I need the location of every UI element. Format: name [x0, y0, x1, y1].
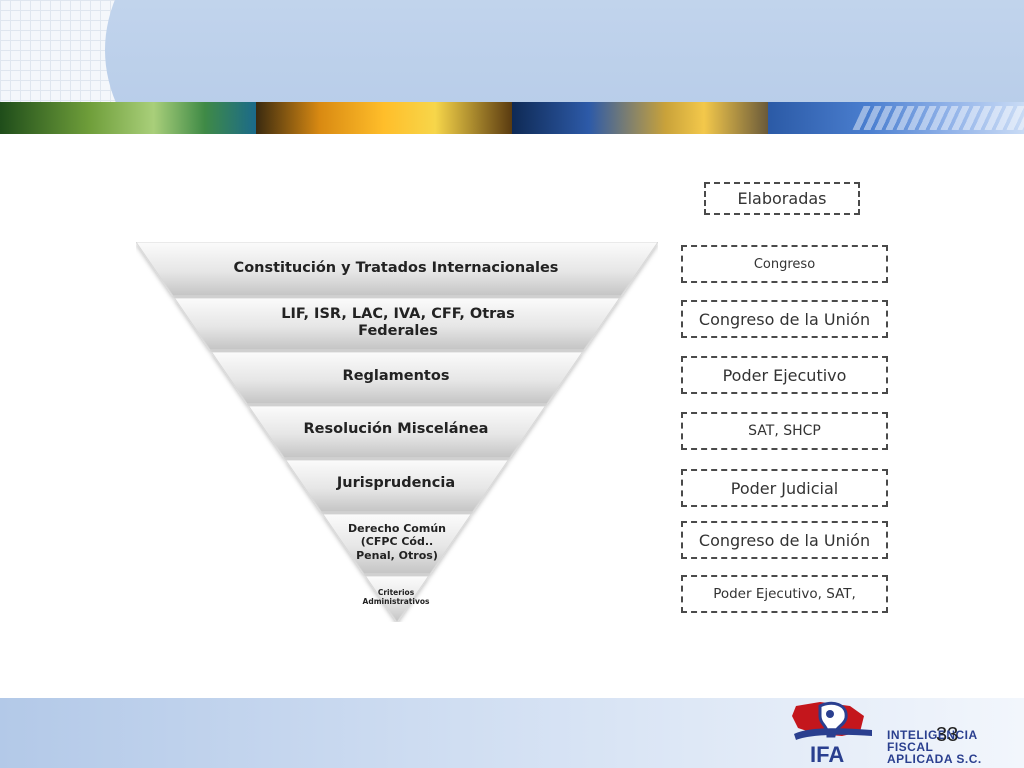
- header-banner: [0, 0, 1024, 134]
- authority-box-congreso-union-2: Congreso de la Unión: [681, 521, 888, 559]
- pyramid-band-6: [321, 513, 473, 575]
- hierarchy-pyramid: [136, 242, 658, 622]
- pyramid-band-7: [364, 575, 430, 622]
- authority-box-poder-ejecutivo: Poder Ejecutivo: [681, 356, 888, 394]
- pyramid-band-5: [284, 459, 510, 513]
- logo-acronym: IFA: [810, 742, 844, 766]
- header-photo-strip: [0, 102, 1024, 134]
- header-photo-lab: [512, 102, 768, 134]
- level-label-leyes-federales: LIF, ISR, LAC, IVA, CFF, Otras Federales: [281, 305, 515, 339]
- pyramid-band-1: [136, 242, 658, 297]
- page-number: 33: [936, 724, 959, 746]
- level-label-reglamentos: Reglamentos: [342, 368, 450, 385]
- pyramid-band-2: [173, 297, 621, 351]
- level-label-derecho-comun: Derecho Común (CFPC Cód.. Penal, Otros): [348, 522, 446, 562]
- authority-box-poder-judicial: Poder Judicial: [681, 469, 888, 507]
- authority-box-ejecutivo-sat: Poder Ejecutivo, SAT,: [681, 575, 888, 613]
- pyramid-band-4: [247, 405, 547, 459]
- ifa-logo: IFA: [792, 701, 872, 766]
- authority-header-box: Elaboradas: [704, 182, 860, 215]
- logo-company-name: INTELIGENCIA FISCAL APLICADA S.C.: [887, 728, 982, 766]
- pyramid-band-3: [210, 351, 584, 405]
- level-label-criterios-administrativos: Criterios Administrativos: [362, 588, 430, 606]
- level-label-resolucion-miscelanea: Resolución Miscelánea: [303, 421, 489, 438]
- header-photo-keyboard: [768, 102, 1024, 134]
- header-photo-gears: [256, 102, 512, 134]
- header-photo-green: [0, 102, 256, 134]
- logo-figure: [818, 701, 848, 738]
- logo-swoosh-blue: [794, 728, 872, 740]
- level-label-jurisprudencia: Jurisprudencia: [336, 475, 456, 492]
- authority-box-congreso-union: Congreso de la Unión: [681, 300, 888, 338]
- authority-box-congreso: Congreso: [681, 245, 888, 283]
- authority-header-label: Elaboradas: [737, 189, 827, 208]
- authority-box-sat-shcp: SAT, SHCP: [681, 412, 888, 450]
- level-label-constitucion: Constitución y Tratados Internacionales: [233, 260, 559, 277]
